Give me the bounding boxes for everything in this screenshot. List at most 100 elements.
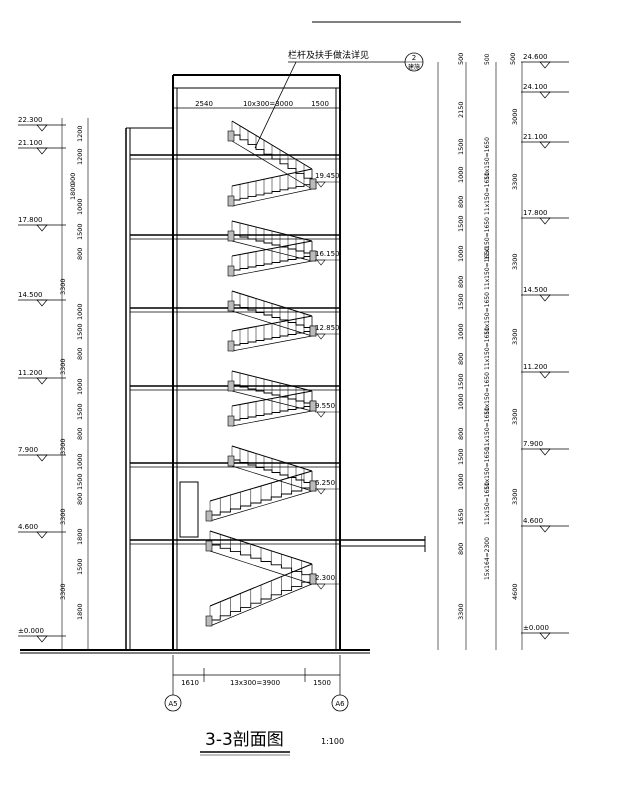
right-elevation-marks: 24.60024.10021.10017.80014.50011.2007.90… [437, 53, 569, 650]
left-dim-text: 1500 [76, 558, 84, 575]
elevation-label: 11.200 [523, 363, 548, 371]
right-dim-text: 1650 [457, 508, 465, 525]
elevation-label: 14.500 [523, 286, 548, 294]
elevation-mark: 14.500 [521, 286, 569, 302]
elevation-label: 22.300 [18, 116, 43, 124]
right-dim-text: 800 [457, 353, 465, 365]
right-dim-text: 800 [457, 543, 465, 555]
left-dim-text: 1800 [69, 183, 77, 200]
right-dim-text: 11x150=1650 [484, 372, 491, 415]
landing-elevation: 9.550 [315, 402, 339, 418]
elevation-label: 21.100 [523, 133, 548, 141]
elevation-label: 24.600 [523, 53, 548, 61]
left-dim-text: 3300 [59, 438, 67, 455]
elevation-label: 17.800 [18, 216, 43, 224]
right-dim-text: 1500 [457, 293, 465, 310]
top-dim-3: 1500 [311, 100, 329, 108]
right-dim-text: 11x150=1650 [484, 292, 491, 335]
right-dim-text: 3000 [511, 108, 519, 125]
right-dim-text: 1000 [457, 245, 465, 262]
landing-elevation: 16.150 [315, 250, 340, 266]
top-dim-1: 2540 [195, 100, 213, 108]
right-dim-text: 11x150=1650 [484, 217, 491, 260]
left-dim-text: 1200 [76, 148, 84, 165]
landing-elevation-label: 6.250 [315, 479, 335, 487]
stair-flight [227, 390, 317, 427]
elevation-label: ±0.000 [18, 627, 44, 635]
left-dim-text: 3300 [59, 278, 67, 295]
left-dim-text: 1000 [76, 378, 84, 395]
left-dim-text: 3300 [59, 358, 67, 375]
right-dim-text: 1500 [457, 138, 465, 155]
right-dim-text: 500 [457, 53, 465, 65]
right-dim-text: 1500 [457, 215, 465, 232]
axis-a6-label: A6 [335, 700, 345, 708]
right-dim-text: 11x150=1650 [484, 407, 491, 450]
elevation-label: 14.500 [18, 291, 43, 299]
bottom-dim-1: 1610 [181, 679, 199, 687]
elevation-mark: 4.600 [521, 517, 569, 533]
left-dim-text: 1800 [76, 528, 84, 545]
elevation-mark: 21.100 [521, 133, 569, 149]
building-frame [20, 74, 426, 654]
railing-note-text: 栏杆及扶手做法详见 [288, 49, 369, 61]
right-dim-text: 4600 [511, 583, 519, 600]
right-dim-text: 3300 [511, 173, 519, 190]
callout-ref-bottom: 建施 [408, 63, 420, 71]
right-dim-text: 3300 [511, 328, 519, 345]
right-dim-text: 3300 [511, 253, 519, 270]
bottom-dim-2: 13x300=3900 [230, 679, 280, 687]
elevation-mark: ±0.000 [521, 624, 569, 640]
landing-elevation-label: 9.550 [315, 402, 335, 410]
stair-flight [205, 530, 317, 585]
axis-a5-label: A5 [168, 700, 177, 708]
elevation-label: 17.800 [523, 209, 548, 217]
landing-elevation: 19.450 [315, 172, 340, 188]
landing-elevation-label: 16.150 [315, 250, 340, 258]
left-dim-text: 1800 [76, 603, 84, 620]
right-dim-text: 500 [509, 53, 517, 65]
bottom-dimensions: 1610 13x300=3900 1500 [172, 655, 341, 695]
right-dim-text: 3300 [457, 603, 465, 620]
elevation-mark: ±0.000 [18, 627, 66, 643]
left-dim-text: 1500 [76, 473, 84, 490]
elevation-label: 21.100 [18, 139, 43, 147]
axis-a6-icon [331, 694, 349, 712]
right-dim-text: 1500 [457, 373, 465, 390]
elevation-mark: 11.200 [521, 363, 569, 379]
right-dim-text: 11x150=1650 [484, 327, 491, 370]
stair-flight [227, 168, 317, 207]
left-dim-text: 800 [76, 493, 84, 505]
left-dim-text: 1500 [76, 323, 84, 340]
stair-flight [227, 315, 317, 352]
elevation-label: 4.600 [18, 523, 38, 531]
right-dim-text: 500 [484, 53, 491, 65]
left-dim-text: 900 [69, 173, 77, 185]
left-dim-text: 800 [76, 428, 84, 440]
stair-flight [227, 240, 317, 277]
left-dim-text: 1200 [76, 125, 84, 142]
right-dim-text: 11x150=1650 [484, 482, 491, 525]
landing-elevation: 12.850 [315, 324, 340, 340]
left-dim-text: 1000 [76, 453, 84, 470]
left-dim-text: 1000 [76, 303, 84, 320]
elevation-mark: 24.100 [521, 83, 569, 99]
top-dim-2: 10x300=3000 [243, 100, 293, 108]
elevation-mark: 24.600 [521, 53, 569, 69]
left-dim-text: 1500 [76, 403, 84, 420]
right-dim-text: 800 [457, 428, 465, 440]
elevation-label: 7.900 [18, 446, 38, 454]
stair-flight [205, 563, 317, 627]
drawing-title: 3-3剖面图 1:100 [200, 730, 344, 756]
floor-slabs [130, 154, 340, 545]
landing-elevation: 6.250 [315, 479, 339, 495]
axis-a5-icon [164, 694, 182, 712]
stair-flight [205, 470, 317, 522]
elevation-mark: 21.100 [18, 139, 66, 155]
right-dim-text: 1000 [457, 473, 465, 490]
landing-elevation-label: 12.850 [315, 324, 340, 332]
elevation-mark: 17.800 [18, 216, 66, 232]
right-dim-text: 11x150=1650 [484, 172, 491, 215]
